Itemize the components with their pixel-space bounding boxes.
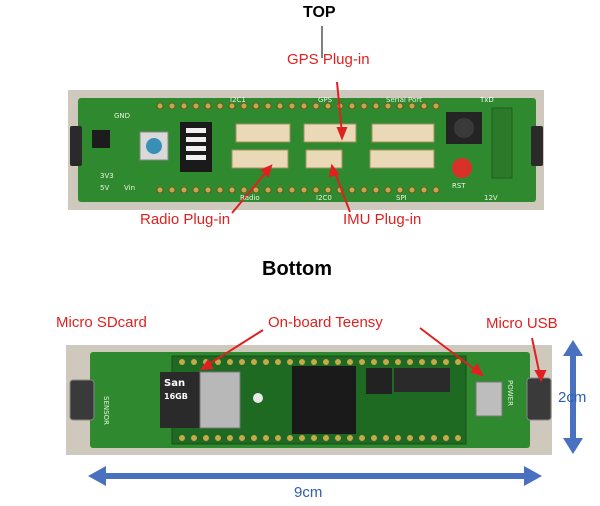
label-onboard-teensy: On-board Teensy [268, 314, 383, 331]
bottom-left-usb [69, 379, 95, 421]
label-width-9cm: 9cm [294, 484, 323, 501]
label-imu-plug-in: IMU Plug-in [343, 211, 422, 228]
sd-card [160, 372, 202, 428]
sd-card-brand: San [164, 378, 186, 389]
top-dip-switch-levers [186, 128, 206, 160]
silk-i2c1: I2C1 [230, 96, 246, 104]
teensy-mcu-chip [292, 366, 356, 434]
usb-pointer-head [534, 370, 547, 383]
bottom-title: Bottom [262, 258, 332, 280]
teensy-pointer-left [205, 329, 264, 367]
silk-5v: 5V [100, 184, 110, 192]
silk-txd: TxD [480, 96, 494, 104]
imu-pointer [333, 169, 351, 213]
silk-3v3: 3V3 [100, 172, 114, 180]
label-height-2cm: 2cm [558, 389, 587, 406]
label-gps-plug-in: GPS Plug-in [287, 51, 370, 68]
teensy-header-block [394, 368, 450, 392]
teensy-micro-usb [475, 381, 503, 417]
silk-spi: SPI [396, 194, 407, 202]
teensy-pin-row-lower [179, 435, 461, 441]
connector-spi [369, 149, 435, 169]
silk-vin: Vin [124, 184, 136, 192]
teensy-pointer-left-head [199, 359, 214, 371]
sd-card-size: 16GB [164, 392, 188, 401]
label-micro-sdcard: Micro SDcard [56, 314, 147, 331]
top-pin-row-upper [156, 102, 440, 110]
silk-sensor: SENSOR [102, 396, 110, 425]
silk-serial-port: Serial Port [386, 96, 422, 104]
top-pin-row-lower [156, 186, 440, 194]
top-left-chip [92, 130, 110, 148]
top-title: TOP [303, 4, 336, 21]
silk-radio: Radio [240, 194, 260, 202]
top-right-module [491, 107, 513, 179]
teensy-secondary-chip [366, 368, 392, 394]
sd-card-slot [199, 371, 241, 429]
top-inductor-coil [454, 118, 474, 138]
silk-rst: RST [452, 182, 466, 190]
teensy-pin-row-upper [179, 359, 461, 365]
label-radio-plug-in: Radio Plug-in [140, 211, 231, 228]
gps-pointer [336, 81, 343, 135]
top-left-connector [70, 126, 82, 166]
connector-radio [231, 149, 289, 169]
teensy-program-button [253, 393, 263, 403]
connector-serial [371, 123, 435, 143]
teensy-pointer-right [419, 327, 479, 373]
silk-i2c0: I2C0 [316, 194, 332, 202]
top-right-connector [531, 126, 543, 166]
silk-12v: 12V [484, 194, 498, 202]
usb-pointer [531, 337, 541, 377]
imu-pointer-head [328, 163, 340, 178]
label-micro-usb: Micro USB [486, 315, 558, 332]
radio-pointer [231, 169, 269, 214]
top-push-button-cap [146, 138, 162, 154]
teensy-pointer-right-head [470, 363, 484, 377]
width-dimension-arrow [88, 466, 542, 486]
connector-upper-1 [235, 123, 291, 143]
silk-gnd: GND [114, 112, 131, 120]
top-reset-button [452, 158, 472, 178]
silk-power: POWER [506, 380, 514, 406]
connector-imu [305, 149, 343, 169]
silk-gps: GPS [318, 96, 333, 104]
radio-pointer-head [260, 164, 273, 178]
gps-pointer-head [336, 127, 348, 141]
height-dimension-arrow [563, 340, 583, 454]
